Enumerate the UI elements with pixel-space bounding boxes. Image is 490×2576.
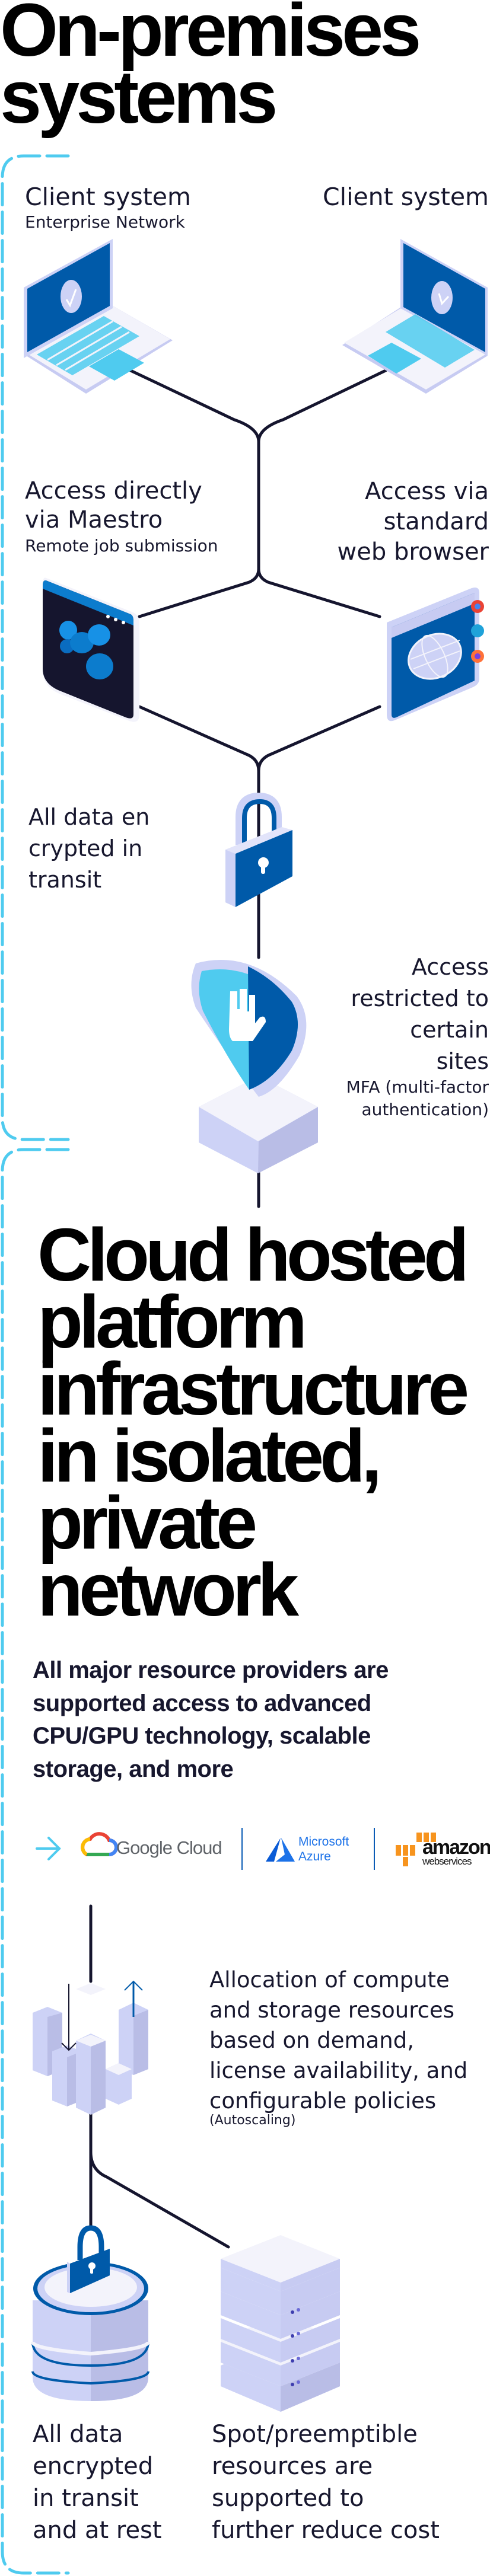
database-icon <box>31 2225 150 2401</box>
description-line: storage, and more <box>33 1755 234 1782</box>
label-line: encrypted <box>33 2453 154 2480</box>
label-line: via Maestro <box>25 506 163 534</box>
mfa-subtitle: MFA (multi-factor authentication) <box>346 1076 489 1121</box>
label-line: further reduce cost <box>212 2517 440 2544</box>
label-line: sites <box>436 1048 489 1074</box>
label-line: in transit <box>33 2485 139 2512</box>
label-line: Spot/preemptible <box>212 2421 418 2448</box>
aws-logo-icon <box>396 1833 436 1866</box>
spot-resources-label: Spot/preemptible resources are supported… <box>212 2418 440 2546</box>
encrypted-at-rest-label: All data encrypted in transit and at res… <box>33 2418 162 2546</box>
label-line: configurable policies <box>209 2088 437 2114</box>
encrypted-transit-label: All data en crypted in transit <box>28 802 149 896</box>
laptop-icon <box>342 239 488 394</box>
cloud-heading: Cloud hosted platform infrastructure in … <box>37 1213 469 1632</box>
description-line: supported access to advanced <box>33 1690 371 1716</box>
google-cloud-logo-icon <box>81 1832 118 1856</box>
heading-line: On-premises <box>0 0 421 72</box>
access-browser-label: Access via standard web browser <box>338 477 489 567</box>
label-line: resources are <box>212 2453 373 2480</box>
web-browser-icon <box>387 588 484 722</box>
access-restricted-label: Access restricted to certain sites <box>351 952 489 1077</box>
heading-line: Cloud hosted <box>37 1213 469 1297</box>
azure-logo-icon <box>266 1838 295 1862</box>
onprem-heading: On-premises systems <box>0 0 421 139</box>
azure-logo-text: Microsoft Azure <box>298 1834 349 1864</box>
label-line: and at rest <box>33 2517 162 2544</box>
label-line: crypted in <box>28 835 143 861</box>
autoscaling-note: (Autoscaling) <box>209 2113 296 2128</box>
label-line: based on demand, <box>209 2028 414 2053</box>
label-line: web browser <box>337 538 489 566</box>
label-line: Access <box>411 954 489 980</box>
maestro-app-icon <box>43 577 139 722</box>
compute-blocks-icon <box>33 1980 148 2115</box>
label-line: license availability, and <box>209 2058 468 2083</box>
server-stack-icon <box>221 2235 340 2412</box>
aws-logo-line: webservices <box>422 1856 472 1867</box>
label-line: standard <box>383 508 489 535</box>
autoscaling-label: Allocation of compute and storage resour… <box>209 1965 467 2116</box>
heading-line: private <box>37 1481 257 1565</box>
laptop-icon <box>24 239 173 394</box>
aws-logo-text: amazon webservices <box>422 1836 490 1867</box>
label-line: authentication) <box>361 1100 489 1119</box>
label-line: Access via <box>365 478 489 505</box>
connector-lines <box>89 368 387 2249</box>
description-line: CPU/GPU technology, scalable <box>33 1723 371 1749</box>
edge-icon <box>471 624 484 637</box>
label-line: and storage resources <box>209 1997 454 2023</box>
platform-base <box>199 1076 318 1173</box>
azure-logo-line: Azure <box>298 1850 331 1863</box>
heading-line: network <box>37 1548 299 1632</box>
heading-line: infrastructure <box>37 1347 469 1431</box>
label-line: Access directly <box>25 477 202 505</box>
label-line: Allocation of compute <box>209 1967 450 1993</box>
padlock-icon <box>225 792 292 907</box>
arrow-right-icon <box>36 1837 61 1860</box>
label-line: All data <box>33 2421 123 2448</box>
onprem-section-frame <box>1 154 70 1141</box>
provider-logos <box>36 1828 436 1870</box>
heading-line: platform <box>37 1280 307 1364</box>
google-cloud-logo-text: Google Cloud <box>116 1837 222 1858</box>
cloud-description: All major resource providers are support… <box>33 1654 389 1786</box>
client-system-right-label: Client system <box>323 183 489 211</box>
description-line: All major resource providers are <box>33 1657 389 1683</box>
access-direct-subtitle: Remote job submission <box>25 536 218 556</box>
azure-logo-line: Microsoft <box>298 1835 349 1849</box>
shield-hand-icon <box>191 960 307 1097</box>
access-direct-label: Access directly via Maestro <box>25 477 202 535</box>
cloud-section-frame <box>1 1148 70 2575</box>
client-system-left-label: Client system <box>25 183 191 211</box>
label-line: transit <box>28 867 102 893</box>
aws-logo-line: amazon <box>422 1836 490 1859</box>
label-line: restricted to <box>351 985 489 1011</box>
label-line: supported to <box>212 2485 364 2512</box>
client-system-left-subtitle: Enterprise Network <box>25 212 185 232</box>
label-line: certain <box>410 1017 489 1043</box>
heading-line: in isolated, <box>37 1414 382 1498</box>
heading-line: systems <box>0 55 278 139</box>
label-line: MFA (multi-factor <box>346 1077 489 1097</box>
label-line: All data en <box>28 804 150 830</box>
